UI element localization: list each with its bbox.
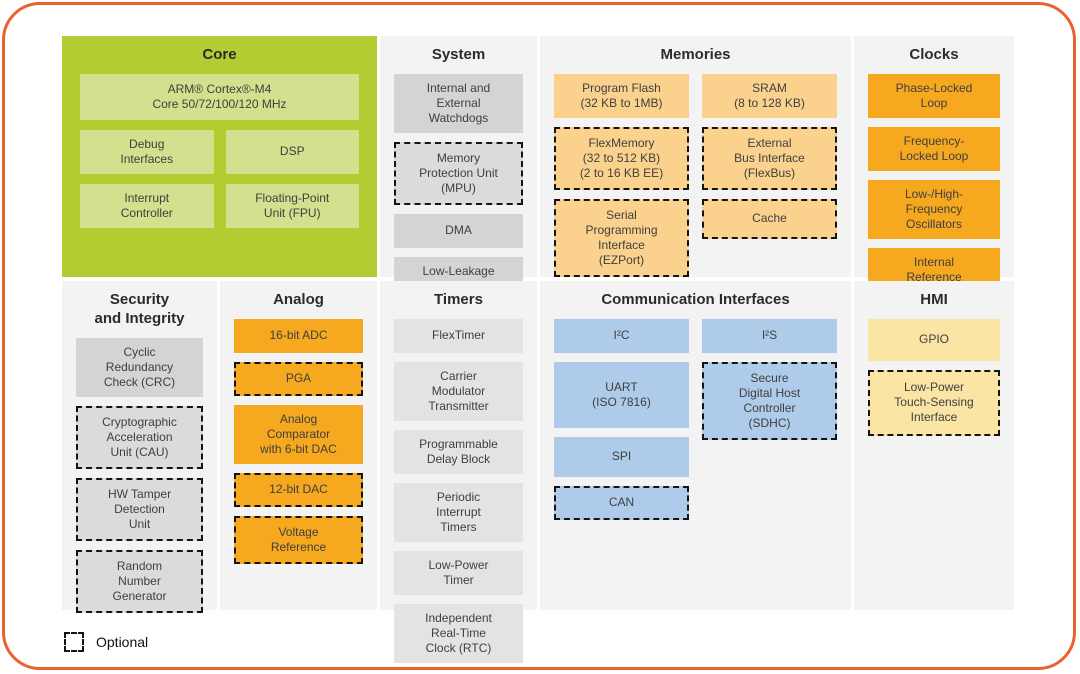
- section-title-communication: Communication Interfaces: [601, 291, 790, 308]
- block-programmable-delay: Programmable Delay Block: [394, 429, 523, 474]
- block-rtc: Independent Real-Time Clock (RTC): [394, 603, 523, 663]
- block-watchdogs: Internal and External Watchdogs: [394, 73, 523, 133]
- section-title-timers: Timers: [434, 291, 483, 308]
- block-12bit-dac: 12-bit DAC: [234, 472, 363, 507]
- block-sdhc: Secure Digital Host Controller (SDHC): [702, 361, 837, 440]
- block-cau: Cryptographic Acceleration Unit (CAU): [76, 405, 203, 469]
- block-i2c: I²C: [554, 318, 689, 353]
- block-touch-sensing: Low-Power Touch-Sensing Interface: [868, 369, 1000, 436]
- section-memories: Memories Program Flash (32 KB to 1MB) Fl…: [540, 36, 851, 334]
- section-communication: Communication Interfaces I²C UART (ISO 7…: [540, 281, 851, 610]
- timers-blocks: FlexTimer Carrier Modulator Transmitter …: [380, 318, 537, 663]
- block-mpu: Memory Protection Unit (MPU): [394, 141, 523, 205]
- system-blocks: Internal and External Watchdogs Memory P…: [380, 73, 537, 301]
- block-16bit-adc: 16-bit ADC: [234, 318, 363, 353]
- block-ezport: Serial Programming Interface (EZPort): [554, 198, 689, 277]
- section-title-analog: Analog: [273, 291, 324, 308]
- section-clocks: Clocks Phase-Locked Loop Frequency- Lock…: [854, 36, 1014, 307]
- block-interrupt-controller: Interrupt Controller: [80, 183, 214, 228]
- block-program-flash: Program Flash (32 KB to 1MB): [554, 73, 689, 118]
- hmi-blocks: GPIO Low-Power Touch-Sensing Interface: [854, 318, 1014, 436]
- block-debug-interfaces: Debug Interfaces: [80, 129, 214, 174]
- block-fpu: Floating-Point Unit (FPU): [225, 183, 359, 228]
- block-low-power-timer: Low-Power Timer: [394, 550, 523, 595]
- block-flextimer: FlexTimer: [394, 318, 523, 353]
- block-dma: DMA: [394, 213, 523, 248]
- block-flexbus: External Bus Interface (FlexBus): [702, 126, 837, 190]
- block-dsp: DSP: [225, 129, 359, 174]
- block-sram: SRAM (8 to 128 KB): [702, 73, 837, 118]
- block-fll: Frequency- Locked Loop: [868, 126, 1000, 171]
- section-title-hmi: HMI: [920, 291, 948, 308]
- communication-col2: I²S Secure Digital Host Controller (SDHC…: [702, 318, 837, 440]
- optional-dashed-box-icon: [64, 632, 84, 652]
- mcu-block-diagram: Core ARM® Cortex®-M4 Core 50/72/100/120 …: [62, 36, 1016, 663]
- communication-blocks: I²C UART (ISO 7816) SPI CAN I²S Secure D…: [540, 318, 851, 520]
- block-voltage-reference: Voltage Reference: [234, 515, 363, 564]
- section-title-security: Security and Integrity: [94, 291, 185, 327]
- section-title-memories: Memories: [660, 46, 731, 63]
- core-blocks: ARM® Cortex®-M4 Core 50/72/100/120 MHz D…: [62, 73, 377, 228]
- section-security: Security and Integrity Cyclic Redundancy…: [62, 281, 217, 613]
- communication-col1: I²C UART (ISO 7816) SPI CAN: [554, 318, 689, 520]
- section-analog: Analog 16-bit ADC PGA Analog Comparator …: [220, 281, 377, 610]
- section-timers: Timers FlexTimer Carrier Modulator Trans…: [380, 281, 537, 663]
- block-i2s: I²S: [702, 318, 837, 353]
- block-gpio: GPIO: [868, 318, 1000, 361]
- block-analog-comparator: Analog Comparator with 6-bit DAC: [234, 404, 363, 464]
- legend-label: Optional: [96, 634, 149, 650]
- block-oscillators: Low-/High- Frequency Oscillators: [868, 179, 1000, 239]
- block-rng: Random Number Generator: [76, 549, 203, 613]
- memories-col2: SRAM (8 to 128 KB) External Bus Interfac…: [702, 73, 837, 239]
- block-uart: UART (ISO 7816): [554, 361, 689, 428]
- block-flexmemory: FlexMemory (32 to 512 KB) (2 to 16 KB EE…: [554, 126, 689, 190]
- clocks-blocks: Phase-Locked Loop Frequency- Locked Loop…: [854, 73, 1014, 307]
- block-carrier-modulator: Carrier Modulator Transmitter: [394, 361, 523, 421]
- section-title-clocks: Clocks: [909, 46, 959, 63]
- block-arm-cortex-m4: ARM® Cortex®-M4 Core 50/72/100/120 MHz: [80, 73, 359, 120]
- section-title-system: System: [431, 46, 486, 63]
- section-hmi: HMI GPIO Low-Power Touch-Sensing Interfa…: [854, 281, 1014, 610]
- security-blocks: Cyclic Redundancy Check (CRC) Cryptograp…: [62, 337, 217, 613]
- block-spi: SPI: [554, 436, 689, 477]
- section-core: Core ARM® Cortex®-M4 Core 50/72/100/120 …: [62, 36, 377, 277]
- block-pga: PGA: [234, 361, 363, 396]
- block-cache: Cache: [702, 198, 837, 239]
- section-system: System Internal and External Watchdogs M…: [380, 36, 537, 301]
- section-title-core: Core: [202, 46, 237, 63]
- block-can: CAN: [554, 485, 689, 520]
- block-periodic-interrupt-timers: Periodic Interrupt Timers: [394, 482, 523, 542]
- analog-blocks: 16-bit ADC PGA Analog Comparator with 6-…: [220, 318, 377, 564]
- block-hw-tamper: HW Tamper Detection Unit: [76, 477, 203, 541]
- block-crc: Cyclic Redundancy Check (CRC): [76, 337, 203, 397]
- block-pll: Phase-Locked Loop: [868, 73, 1000, 118]
- legend-optional: Optional: [64, 632, 148, 652]
